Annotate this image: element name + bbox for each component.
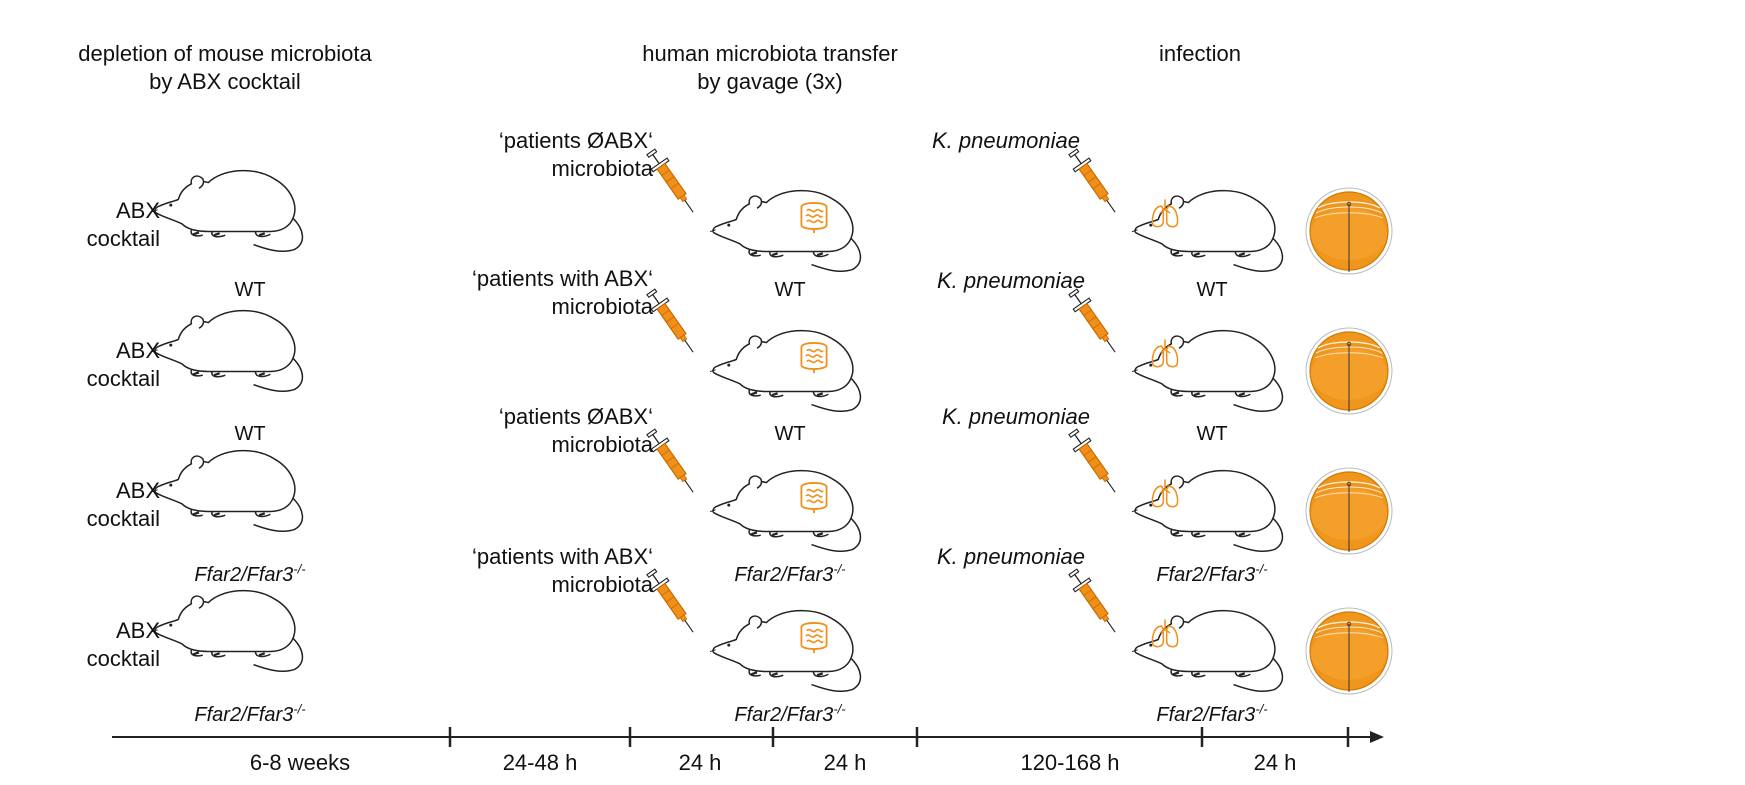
genotype-label: Ffar2/Ffar3-/- xyxy=(175,701,325,727)
genotype-label: Ffar2/Ffar3-/- xyxy=(715,701,865,727)
mouse-icon xyxy=(150,309,304,393)
header-depletion: depletion of mouse microbiota by ABX coc… xyxy=(45,40,405,96)
transfer-label-line2: microbiota xyxy=(551,156,653,181)
genotype-label: WT xyxy=(234,279,266,301)
syringe-icon xyxy=(1066,285,1122,359)
infection-column xyxy=(1066,145,1393,695)
timeline-arrow xyxy=(112,727,1384,747)
pathogen-label: K. pneumoniae xyxy=(937,544,1085,569)
genotype-ko-text: Ffar2/Ffar3 xyxy=(194,704,294,726)
mouse-icon xyxy=(150,589,304,673)
pathogen-label: K. pneumoniae xyxy=(937,268,1085,293)
mouse-icon xyxy=(708,469,862,553)
timeline-label: 24 h xyxy=(1253,750,1297,775)
syringe-icon xyxy=(1066,425,1122,499)
pathogen-label: K. pneumoniae xyxy=(932,128,1080,153)
mouse-icon xyxy=(1130,329,1284,413)
transfer-label-line1: ‘patients with ABX‘ xyxy=(472,544,653,569)
genotype-ko-superscript: -/- xyxy=(833,701,846,717)
transfer-label-line2: microbiota xyxy=(551,572,653,597)
transfer-label: ‘patients with ABX‘ microbiota xyxy=(400,265,653,321)
transfer-label-line1: ‘patients with ABX‘ xyxy=(472,266,653,291)
pathogen-label: K. pneumoniae xyxy=(942,404,1090,429)
genotype-label: WT xyxy=(774,279,806,301)
depletion-column xyxy=(150,169,304,673)
abx-label-line1: ABX xyxy=(115,198,160,223)
header-transfer-line1: human microbiota transfer xyxy=(642,41,898,66)
abx-label-line1: ABX xyxy=(115,338,160,363)
mouse-icon xyxy=(1130,609,1284,693)
genotype-label: Ffar2/Ffar3-/- xyxy=(175,561,325,587)
abx-label-line2: cocktail xyxy=(86,366,160,391)
timeline-label: 24 h xyxy=(823,750,867,775)
header-infection-line1: infection xyxy=(1159,41,1241,66)
header-transfer-line2: by gavage (3x) xyxy=(697,69,843,94)
mouse-icon xyxy=(150,169,304,253)
mouse-icon xyxy=(1130,189,1284,273)
abx-label-line1: ABX xyxy=(115,478,160,503)
transfer-label: ‘patients with ABX‘ microbiota xyxy=(400,543,653,599)
header-depletion-line2: by ABX cocktail xyxy=(149,69,301,94)
genotype-ko-text: Ffar2/Ffar3 xyxy=(734,564,834,586)
abx-label: ABX cocktail xyxy=(40,477,160,533)
genotype-ko-superscript: -/- xyxy=(833,561,846,577)
header-transfer: human microbiota transfer by gavage (3x) xyxy=(590,40,950,96)
agar-plate-icon xyxy=(1305,607,1393,695)
mouse-icon xyxy=(708,329,862,413)
transfer-label-line1: ‘patients ØABX‘ xyxy=(498,128,653,153)
genotype-ko-superscript: -/- xyxy=(1255,561,1268,577)
syringe-icon xyxy=(1066,145,1122,219)
genotype-ko-superscript: -/- xyxy=(293,561,306,577)
transfer-label: ‘patients ØABX‘ microbiota xyxy=(400,403,653,459)
genotype-label: Ffar2/Ffar3-/- xyxy=(715,561,865,587)
genotype-label: WT xyxy=(1196,423,1228,445)
genotype-label: WT xyxy=(774,423,806,445)
timeline-label: 6-8 weeks xyxy=(249,750,351,775)
abx-label-line1: ABX xyxy=(115,618,160,643)
transfer-label-line2: microbiota xyxy=(551,294,653,319)
timeline-label: 120-168 h xyxy=(1020,750,1120,775)
header-depletion-line1: depletion of mouse microbiota xyxy=(78,41,372,66)
transfer-label-line2: microbiota xyxy=(551,432,653,457)
mouse-icon xyxy=(150,449,304,533)
header-infection: infection xyxy=(1100,40,1300,68)
genotype-label: Ffar2/Ffar3-/- xyxy=(1137,701,1287,727)
abx-label-line2: cocktail xyxy=(86,506,160,531)
mouse-icon xyxy=(1130,469,1284,553)
abx-label-line2: cocktail xyxy=(86,226,160,251)
syringe-icon xyxy=(1066,565,1122,639)
transfer-label-line1: ‘patients ØABX‘ xyxy=(498,404,653,429)
genotype-label: Ffar2/Ffar3-/- xyxy=(1137,561,1287,587)
genotype-ko-text: Ffar2/Ffar3 xyxy=(734,704,834,726)
mouse-icon xyxy=(708,609,862,693)
agar-plate-icon xyxy=(1305,467,1393,555)
timeline-label: 24 h xyxy=(678,750,722,775)
genotype-ko-text: Ffar2/Ffar3 xyxy=(194,564,294,586)
genotype-label: WT xyxy=(1196,279,1228,301)
timeline-label: 24-48 h xyxy=(502,750,578,775)
abx-label: ABX cocktail xyxy=(40,337,160,393)
abx-label: ABX cocktail xyxy=(40,197,160,253)
genotype-label: WT xyxy=(234,423,266,445)
transfer-label: ‘patients ØABX‘ microbiota xyxy=(400,127,653,183)
genotype-ko-superscript: -/- xyxy=(293,701,306,717)
genotype-ko-text: Ffar2/Ffar3 xyxy=(1156,564,1256,586)
agar-plate-icon xyxy=(1305,187,1393,275)
genotype-ko-superscript: -/- xyxy=(1255,701,1268,717)
abx-label: ABX cocktail xyxy=(40,617,160,673)
agar-plate-icon xyxy=(1305,327,1393,415)
genotype-ko-text: Ffar2/Ffar3 xyxy=(1156,704,1256,726)
abx-label-line2: cocktail xyxy=(86,646,160,671)
transfer-column xyxy=(644,145,862,693)
mouse-icon xyxy=(708,189,862,273)
